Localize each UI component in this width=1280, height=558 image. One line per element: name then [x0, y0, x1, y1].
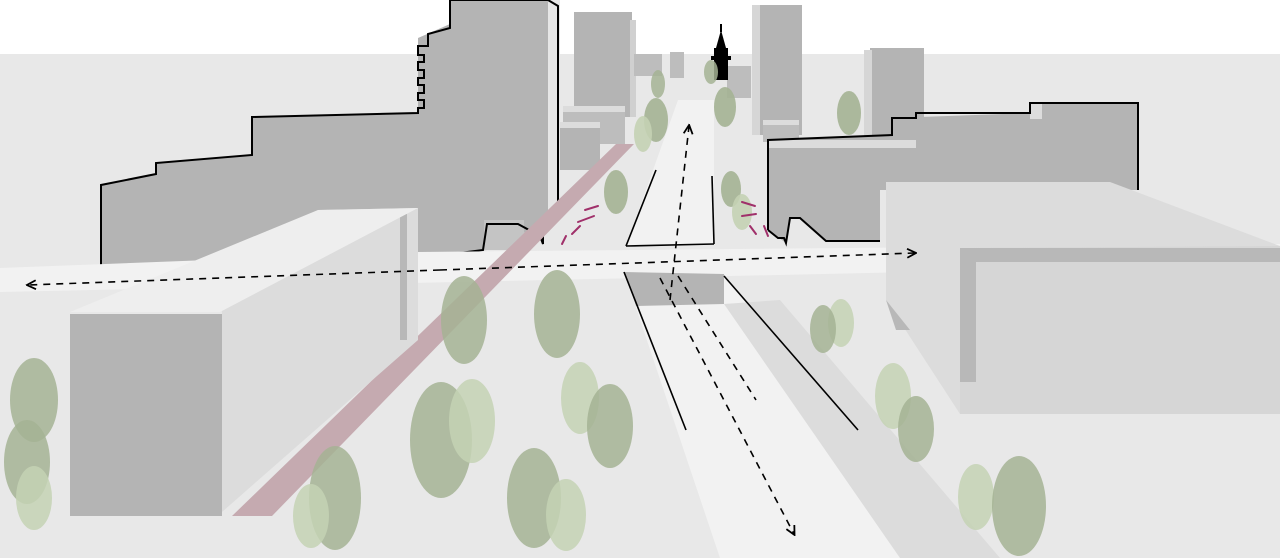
tree — [293, 484, 329, 548]
arrow-branch — [677, 275, 757, 401]
distant-trees — [634, 60, 861, 152]
tree — [837, 91, 861, 135]
arrow-up-icon — [669, 126, 689, 301]
tree — [810, 305, 836, 353]
tree — [992, 456, 1046, 556]
distant-tower-right — [752, 5, 802, 135]
tree — [714, 87, 736, 127]
tree — [16, 466, 52, 530]
tree — [534, 270, 580, 358]
tree — [634, 116, 652, 152]
building-right-mid — [767, 102, 1139, 247]
tree — [587, 384, 633, 468]
tree — [704, 60, 718, 84]
tree — [732, 194, 752, 230]
arrow-left-icon — [28, 269, 441, 285]
tree — [958, 464, 994, 530]
tree — [651, 70, 665, 98]
tree — [441, 276, 487, 364]
activity-marks-right — [741, 201, 769, 237]
arrow-down-icon — [659, 277, 794, 534]
tree — [898, 396, 934, 462]
sunken-passage — [624, 272, 724, 306]
building-left-foreground — [70, 208, 418, 516]
pavement-shadow — [724, 300, 1000, 558]
tree — [604, 170, 628, 214]
street — [0, 100, 1280, 558]
distant-block — [634, 54, 662, 76]
foreground-trees — [4, 270, 1046, 556]
distant-tower-left — [574, 12, 632, 117]
arrow-right-icon — [439, 253, 915, 271]
tree — [10, 358, 58, 442]
sky — [0, 0, 1280, 56]
main-avenue-far — [626, 100, 714, 246]
movement-arrows — [28, 126, 915, 534]
activity-marks-left — [561, 205, 599, 245]
distant-buildings — [560, 5, 924, 170]
building-right-foreground — [886, 182, 1280, 414]
distant-block — [670, 52, 684, 78]
tree — [449, 379, 495, 463]
tree — [546, 479, 586, 551]
bike-lane — [232, 144, 634, 516]
distant-low-block — [763, 122, 799, 142]
building-left-tall — [100, 0, 560, 268]
distant-low-block — [560, 124, 600, 170]
